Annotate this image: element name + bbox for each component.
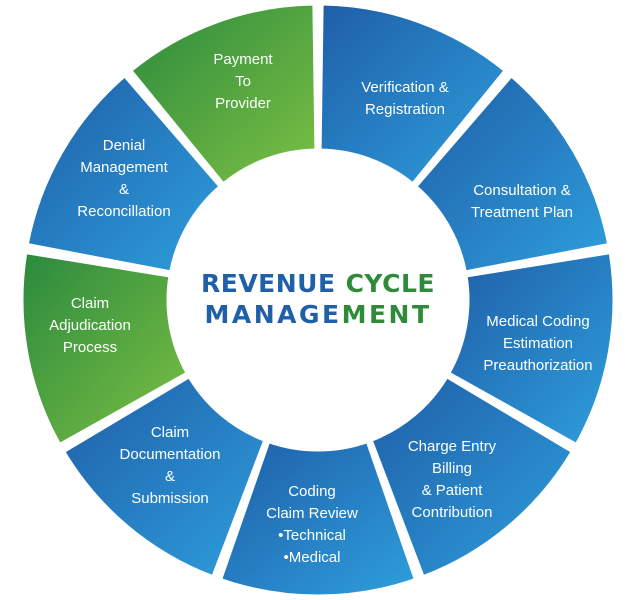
segment-label-line: Claim: [151, 424, 189, 441]
segment-label-line: Estimation: [503, 335, 573, 352]
segment-label-line: Reconcillation: [77, 203, 170, 220]
segment-label-line: & Patient: [422, 482, 484, 499]
segment-label-line: Coding: [288, 483, 336, 500]
segment-label-line: Charge Entry: [408, 438, 497, 455]
segment-label-line: Denial: [103, 137, 146, 154]
segment-label-line: Medical Coding: [486, 313, 589, 330]
center-title-ment: MENT: [342, 300, 432, 329]
segment-label-line: Claim: [71, 295, 109, 312]
center-title-line1: REVENUE CYCLE: [201, 269, 435, 298]
segment-label-line: Treatment Plan: [471, 204, 573, 221]
segments-ring: [20, 2, 616, 598]
segment-label-line: •Technical: [278, 527, 346, 544]
segment-label-line: Payment: [213, 51, 273, 68]
center-title-revenue: REVENUE: [201, 269, 336, 298]
segment-label-line: Submission: [131, 490, 209, 507]
segment-label-line: Registration: [365, 101, 445, 118]
segment-label-line: &: [119, 181, 129, 198]
center-title-cycle: CYCLE: [346, 269, 435, 298]
segment-label-line: Adjudication: [49, 317, 131, 334]
segment-label-line: Provider: [215, 95, 271, 112]
segment-label-verification: Verification & Registration: [361, 79, 449, 118]
segment-label-line: Preauthorization: [483, 357, 592, 374]
segment-label-line: Process: [63, 339, 117, 356]
segment-label-line: Consultation &: [473, 182, 571, 199]
center-title-manage: MANAGE: [204, 300, 341, 329]
segment-label-line: Verification &: [361, 79, 449, 96]
center-circle: [168, 150, 468, 450]
segment-label-line: To: [235, 73, 251, 90]
segment-label-line: Management: [80, 159, 168, 176]
segment-label-line: &: [165, 468, 175, 485]
segment-label-line: Claim Review: [266, 505, 358, 522]
segment-label-line: Billing: [432, 460, 472, 477]
center-title-line2: MANAGEMENT: [204, 300, 431, 329]
segment-label-line: Documentation: [120, 446, 221, 463]
segment-claim-documentation: [61, 374, 267, 579]
segment-label-line: •Medical: [284, 549, 341, 566]
segment-label-consultation: Consultation & Treatment Plan: [471, 182, 573, 221]
segment-label-line: Contribution: [412, 504, 493, 521]
